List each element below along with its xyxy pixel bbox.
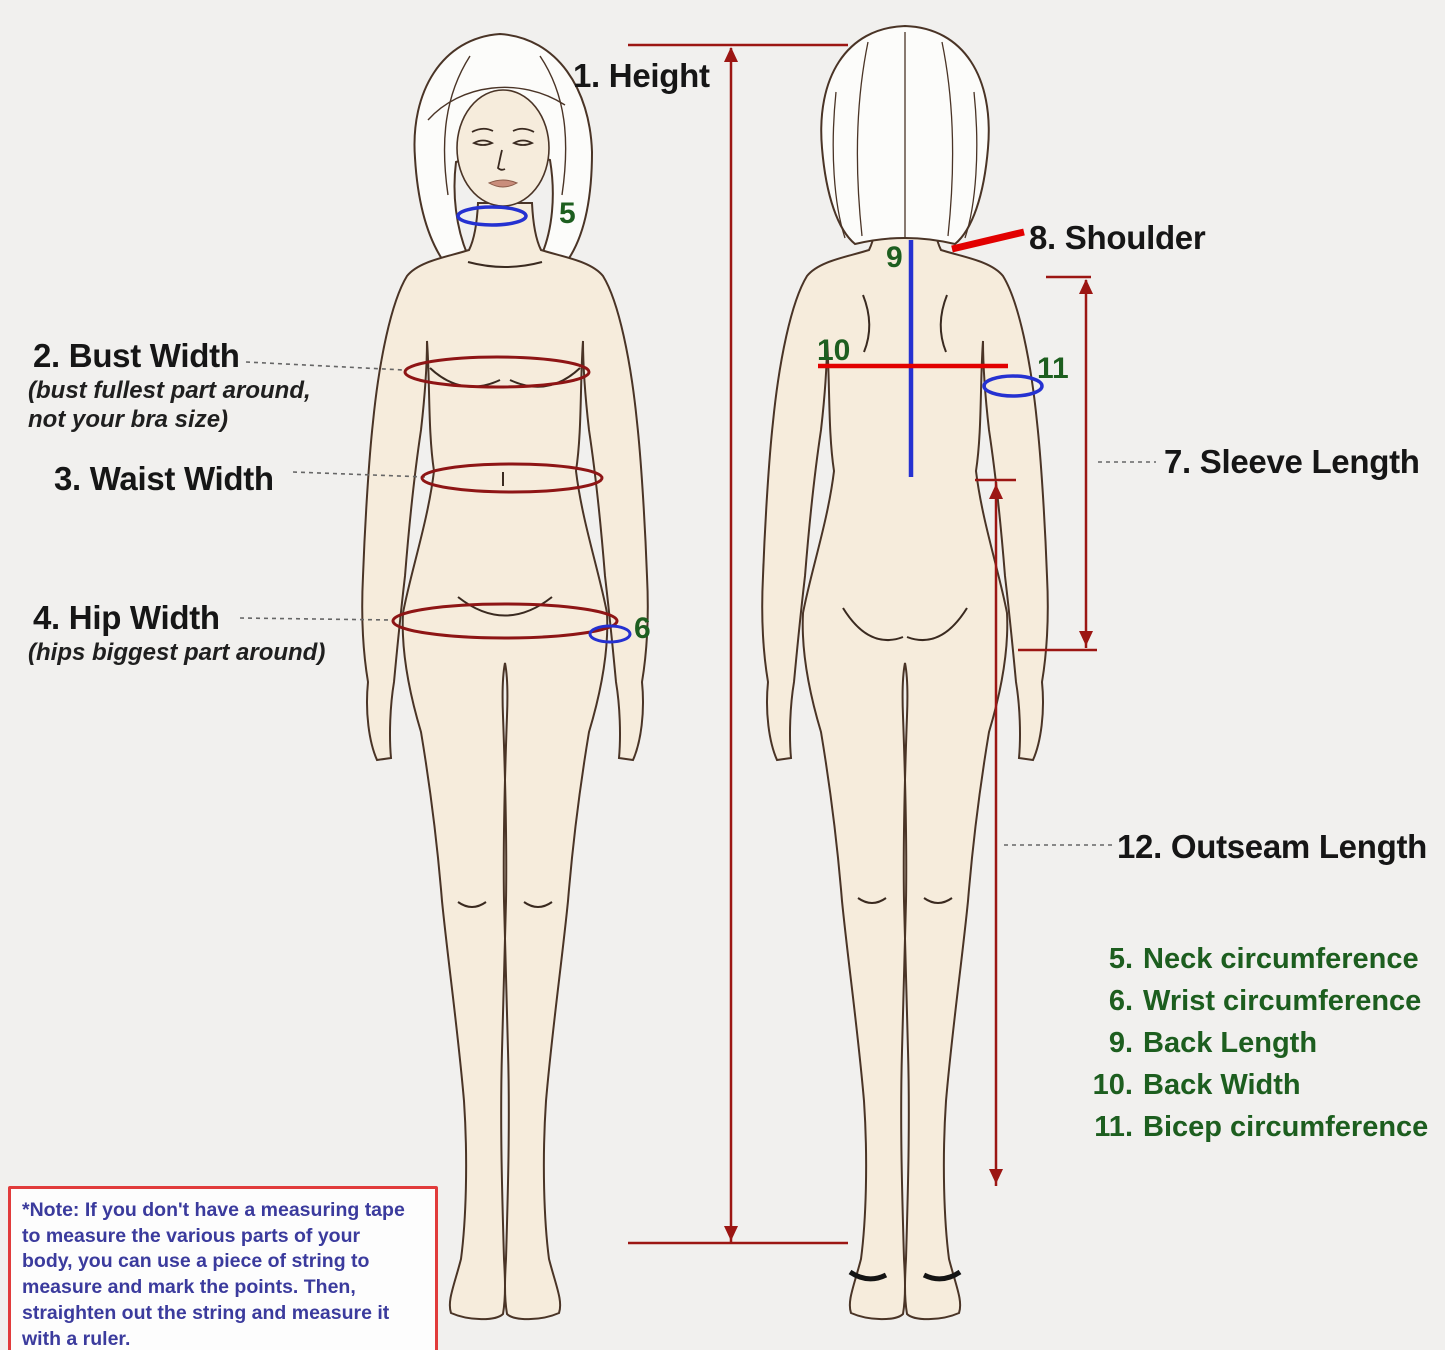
- legend-item-bicep: 11. Bicep circumference: [1083, 1111, 1428, 1153]
- hip-sublabel: (hips biggest part around): [28, 639, 326, 666]
- legend-label: Neck circumference: [1143, 943, 1419, 975]
- legend-num: 10.: [1092, 1069, 1133, 1101]
- leader-lines: [239, 361, 1156, 846]
- legend-num: 11.: [1094, 1111, 1133, 1143]
- back-hair-strands: [832, 32, 978, 239]
- note-line: measure and mark the points. Then,: [22, 1276, 356, 1299]
- outseam-measure-line: [975, 478, 1016, 1186]
- shoulder-label: 8. Shoulder: [1029, 219, 1206, 256]
- front-hair-strands: [427, 55, 567, 196]
- legend-item-wrist: 6. Wrist circumference: [1083, 985, 1428, 1027]
- legend-num: 9.: [1108, 1027, 1133, 1059]
- wrist-ellipse: [588, 624, 632, 644]
- bust-sublabel-2: not your bra size): [28, 406, 229, 433]
- legend-num: 5.: [1108, 943, 1133, 975]
- outseam-label: 12. Outseam Length: [1117, 828, 1428, 865]
- note-line: straighten out the string and measure it: [22, 1301, 390, 1324]
- note-line: to measure the various parts of your: [22, 1224, 361, 1247]
- wrist-number: 6: [634, 612, 651, 645]
- bust-sublabel-1: (bust fullest part around,: [28, 377, 311, 404]
- measuring-note-box: *Note: If you don't have a measuring tap…: [8, 1186, 438, 1350]
- bicep-ellipse: [982, 374, 1044, 398]
- back-heel-marks: [848, 1269, 962, 1282]
- height-measure-line: [628, 43, 848, 1245]
- note-line: *Note: If you don't have a measuring tap…: [22, 1199, 405, 1221]
- legend-item-neck: 5. Neck circumference: [1083, 943, 1428, 985]
- legend-label: Back Length: [1143, 1027, 1318, 1059]
- legend-label: Bicep circumference: [1143, 1111, 1429, 1143]
- shoulder-line: [951, 228, 1025, 253]
- front-figure: [361, 32, 649, 1321]
- back-length-number: 9: [886, 241, 903, 274]
- legend-num: 6.: [1108, 985, 1133, 1017]
- back-body-details: [842, 294, 968, 904]
- back-width-number: 10: [817, 334, 851, 367]
- front-face: [456, 89, 550, 207]
- front-lips: [487, 179, 519, 188]
- back-figure: [761, 24, 1049, 1321]
- height-label: 1. Height: [573, 57, 710, 94]
- waist-label: 3. Waist Width: [54, 460, 274, 497]
- note-line: with a ruler.: [22, 1327, 131, 1350]
- sleeve-measure-line: [1018, 275, 1097, 652]
- bust-label: 2. Bust Width: [33, 337, 240, 374]
- hip-ellipse: [391, 602, 619, 640]
- note-line: body, you can use a piece of string to: [22, 1250, 370, 1273]
- sleeve-label: 7. Sleeve Length: [1164, 443, 1420, 480]
- neck-number: 5: [559, 197, 576, 230]
- bust-ellipse: [403, 355, 591, 389]
- circumference-legend: 5. Neck circumference 6. Wrist circumfer…: [1083, 943, 1429, 1153]
- legend-label: Back Width: [1143, 1069, 1301, 1101]
- neck-ellipse: [456, 205, 528, 227]
- front-face-features: [471, 127, 535, 171]
- legend-item-back-width: 10. Back Width: [1083, 1069, 1428, 1111]
- legend-item-back-length: 9. Back Length: [1083, 1027, 1428, 1069]
- legend-label: Wrist circumference: [1143, 985, 1422, 1017]
- waist-ellipse: [420, 462, 604, 494]
- bicep-number: 11: [1037, 352, 1069, 385]
- hip-label: 4. Hip Width: [33, 599, 220, 636]
